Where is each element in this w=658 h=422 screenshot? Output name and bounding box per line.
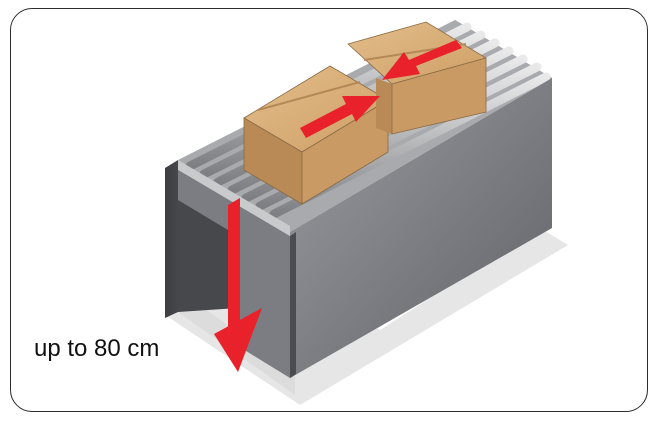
arrow-right-icon <box>300 96 380 138</box>
arrow-down-icon <box>214 198 262 372</box>
frame-front-top-edge <box>178 160 290 236</box>
arrow-left-icon <box>382 40 462 80</box>
frame-front-panel <box>290 78 552 378</box>
carton-box-front <box>243 65 389 205</box>
frame-front-leg <box>178 170 290 378</box>
carton-box-back <box>347 21 488 135</box>
frame-front-leg-edge <box>290 232 296 378</box>
height-label: up to 80 cm <box>34 335 160 362</box>
